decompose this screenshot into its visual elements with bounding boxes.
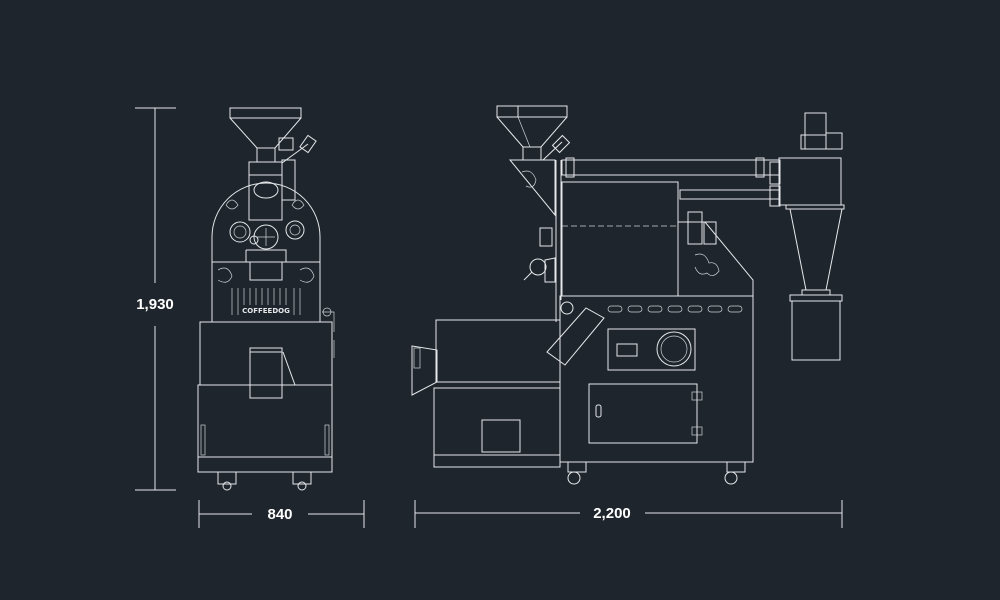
instrument-panel — [607, 328, 696, 371]
side-hopper — [496, 105, 571, 161]
control-panel — [546, 307, 605, 366]
front-drum-housing: COFFEEDOG — [211, 159, 321, 322]
height-dimension: 1,930 — [135, 107, 176, 491]
side-access-door — [588, 383, 698, 444]
side-bean-chute — [508, 159, 562, 322]
front-cooling-cabinet — [197, 307, 335, 473]
side-cooling-tray — [411, 319, 561, 468]
side-width-label: 2,200 — [593, 505, 631, 522]
front-width-dimension: 840 — [198, 500, 365, 528]
front-view: COFFEEDOG — [197, 107, 335, 491]
emblem-badge — [656, 331, 692, 367]
exhaust-pipes — [561, 157, 781, 200]
front-logo-text: COFFEEDOG — [242, 307, 290, 315]
front-hopper — [229, 107, 317, 164]
front-width-label: 840 — [267, 506, 292, 523]
side-vent-row — [607, 305, 743, 313]
side-width-dimension: 2,200 — [414, 500, 843, 528]
height-label: 1,930 — [136, 296, 174, 313]
cyclone — [769, 112, 845, 361]
side-view — [411, 105, 845, 485]
side-wheels — [567, 461, 746, 485]
side-main-body — [546, 295, 754, 463]
display-screen — [616, 343, 638, 357]
front-wheels — [217, 471, 312, 491]
front-vent-slots — [231, 288, 301, 315]
